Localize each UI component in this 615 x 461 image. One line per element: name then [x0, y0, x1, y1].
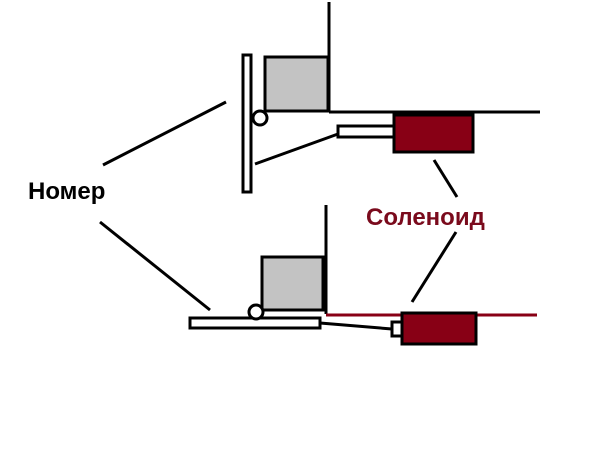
- solenoid-label: Соленоид: [366, 204, 485, 231]
- bottom-pivot: [247, 303, 265, 321]
- solenoid-leader-bottom: [410, 231, 458, 303]
- top-gray-block: [263, 55, 330, 113]
- bottom-mechanism: [188, 205, 537, 346]
- top-solenoid: [392, 113, 475, 154]
- bottom-link: [319, 321, 393, 331]
- number-leader-bottom: [99, 220, 211, 312]
- top-pivot: [251, 109, 269, 127]
- bottom-gray-block: [260, 255, 325, 312]
- top-lever: [254, 132, 339, 166]
- number-leader-top: [102, 100, 227, 167]
- top-plate: [241, 53, 253, 194]
- top-plunger: [336, 124, 396, 139]
- solenoid-leader-top: [432, 159, 459, 198]
- bottom-solenoid: [400, 311, 478, 346]
- number-label: Номер: [28, 178, 105, 205]
- leader-lines: [99, 100, 459, 312]
- top-mechanism: [241, 2, 540, 194]
